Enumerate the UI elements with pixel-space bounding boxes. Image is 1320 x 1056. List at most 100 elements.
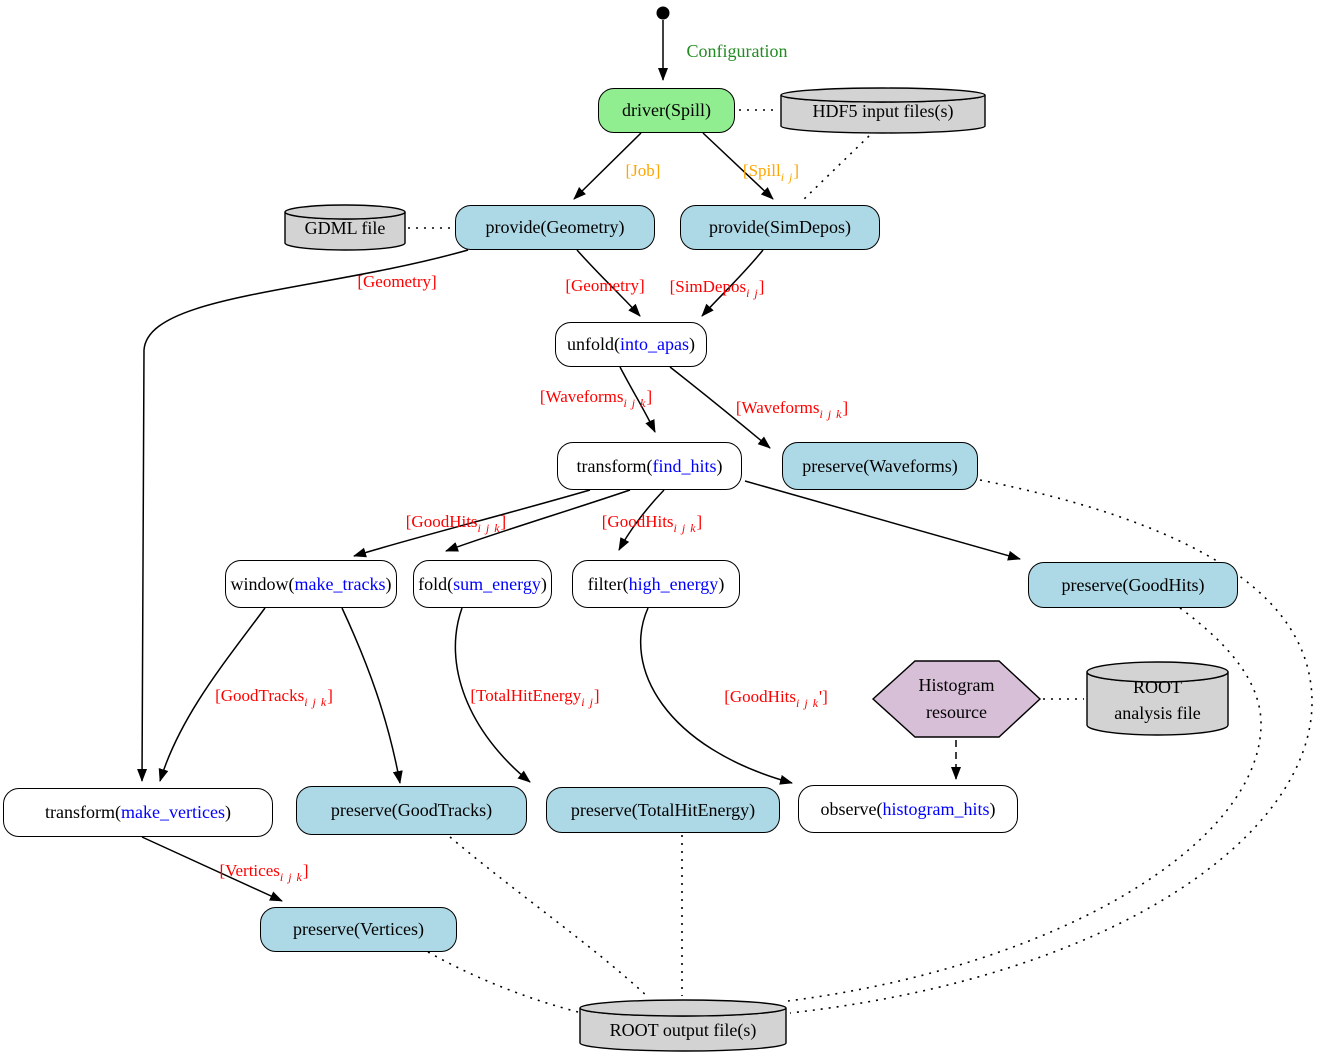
make-vertices-post: ) (224, 802, 231, 822)
driver-spill-label: driver(Spill) (622, 100, 711, 120)
edge-window-make-vertices (158, 607, 266, 782)
node-hdf5-input-files: HDF5 input files(s) (781, 90, 985, 133)
node-root-output-files: ROOT output file(s) (580, 1012, 786, 1048)
edge-find-hits-filter (618, 489, 665, 551)
node-fold-sum-energy: fold(sum_energy) (413, 560, 552, 608)
goodhits-left-sub: i j k (477, 521, 501, 535)
window-pre: window( (230, 573, 295, 594)
edge-unfold-preserve-waveforms (669, 366, 771, 449)
goodhits-right-post: ] (696, 512, 703, 531)
node-preserve-totalhitenergy: preserve(TotalHitEnergy) (546, 787, 780, 833)
waveforms-left-pre: [Waveforms (539, 387, 624, 406)
window-post: ) (385, 573, 392, 594)
edge-label-goodhits-prime: [GoodHitsi j k'] (724, 687, 828, 711)
edge-label-spill: [Spilli j] (743, 161, 799, 185)
spill-post: ] (793, 161, 800, 180)
goodtracks-post: ] (327, 686, 333, 705)
edge-filter-observe (639, 607, 793, 785)
node-histogram-resource: Histogram resource (873, 660, 1040, 738)
edge-label-waveforms-left: [Waveformsi j k] (540, 387, 652, 411)
edge-find-hits-preserve-goodhits (744, 480, 1021, 561)
preserve-goodhits-label: preserve(GoodHits) (1061, 574, 1205, 595)
unfold-fn: into_apas (620, 334, 689, 354)
edge-provide-simdepos-unfold (701, 249, 764, 317)
preserve-waveforms-label: preserve(Waveforms) (802, 455, 958, 476)
edge-driver-provide-geometry (573, 132, 642, 200)
goodhits-left-post: ] (500, 512, 507, 531)
edge-label-totalhitenergy: [TotalHitEnergyi j] (470, 686, 599, 710)
root-analysis-cylinder-shape (1086, 661, 1229, 736)
node-preserve-goodtracks: preserve(GoodTracks) (296, 786, 527, 835)
hdf5-cylinder-shape (780, 87, 986, 134)
find-hits-pre: transform( (576, 455, 653, 476)
waveforms-right-pre: [Waveforms (735, 398, 820, 417)
preserve-totalhitenergy-label: preserve(TotalHitEnergy) (570, 799, 756, 820)
node-root-analysis-file: ROOT analysis file (1087, 668, 1228, 732)
root-output-cylinder-shape (579, 999, 787, 1052)
totalhitenergy-pre: [TotalHitEnergy (470, 686, 582, 705)
edge-find-hits-window (353, 489, 591, 558)
find-hits-fn: find_hits (652, 455, 717, 476)
goodhits-prime-sub: i j k (796, 696, 820, 710)
edge-provide-geometry-make-vertices (137, 249, 469, 782)
node-preserve-waveforms: preserve(Waveforms) (782, 442, 978, 490)
node-preserve-vertices: preserve(Vertices) (260, 907, 457, 952)
gdml-label: GDML file (304, 218, 386, 238)
waveforms-right-sub: i j k (819, 407, 843, 421)
unfold-post: ) (689, 334, 695, 354)
filter-pre: filter( (587, 573, 629, 594)
edge-find-hits-fold (445, 489, 631, 552)
provide-simdepos-label: provide(SimDepos) (709, 217, 851, 237)
vertices-sub: i j k (279, 870, 303, 884)
node-provide-simdepos: provide(SimDepos) (680, 205, 880, 250)
histogram-resource-line1: Histogram (918, 675, 995, 695)
edge-window-preserve-goodtracks (341, 607, 403, 784)
solid-edges (137, 20, 1021, 902)
simdepos-pre: [SimDepos (669, 277, 747, 296)
spill-sub: i j (780, 170, 794, 184)
node-driver-spill: driver(Spill) (598, 88, 735, 133)
make-vertices-fn: make_vertices (121, 802, 225, 822)
filter-fn: high_energy (628, 573, 719, 594)
goodhits-right-sub: i j k (673, 521, 697, 535)
edge-label-job: [Job] (626, 161, 661, 181)
node-preserve-goodhits: preserve(GoodHits) (1028, 562, 1238, 608)
configuration-text: Configuration (686, 41, 788, 61)
dotted-preserve-goodhits-root-output (787, 607, 1262, 1002)
waveforms-right-post: ] (842, 398, 849, 417)
vertices-post: ] (302, 861, 309, 880)
window-fn: make_tracks (294, 573, 386, 594)
dotted-preserve-waveforms-root-output (789, 479, 1313, 1014)
totalhitenergy-post: ] (593, 686, 600, 705)
fold-pre: fold( (418, 573, 454, 594)
edge-label-geometry-left: [Geometry] (357, 272, 436, 292)
dotted-edges (408, 109, 1313, 1014)
dotted-preserve-goodtracks-root-output (449, 836, 649, 998)
observe-fn: histogram_hits (882, 798, 990, 819)
geometry-mid-text: [Geometry] (565, 276, 645, 295)
provide-geometry-label: provide(Geometry) (485, 217, 625, 237)
histogram-resource-hexagon (871, 660, 1042, 738)
root-analysis-line1: ROOT (1133, 677, 1182, 697)
node-observe-histogram-hits: observe(histogram_hits) (798, 785, 1018, 833)
dotted-hdf5-provide-simdepos (800, 135, 870, 203)
waveforms-left-post: ] (646, 387, 653, 406)
edge-provide-geometry-unfold (576, 249, 641, 317)
node-unfold-into-apas: unfold(into_apas) (555, 322, 707, 367)
edge-label-configuration: Configuration (687, 41, 788, 62)
root-output-label: ROOT output file(s) (609, 1019, 757, 1040)
observe-post: ) (989, 798, 996, 819)
node-filter-high-energy: filter(high_energy) (572, 560, 740, 608)
make-vertices-pre: transform( (45, 802, 122, 822)
observe-pre: observe( (820, 798, 883, 819)
node-transform-find-hits: transform(find_hits) (557, 442, 742, 490)
edge-label-waveforms-right: [Waveformsi j k] (736, 398, 848, 422)
edge-label-geometry-mid: [Geometry] (565, 276, 644, 296)
edge-label-vertices: [Verticesi j k] (219, 861, 308, 885)
edge-label-goodtracks: [GoodTracksi j k] (215, 686, 333, 710)
edge-make-vertices-preserve-vertices (141, 836, 283, 902)
node-window-make-tracks: window(make_tracks) (225, 560, 397, 608)
goodhits-prime-post: '] (819, 687, 828, 706)
